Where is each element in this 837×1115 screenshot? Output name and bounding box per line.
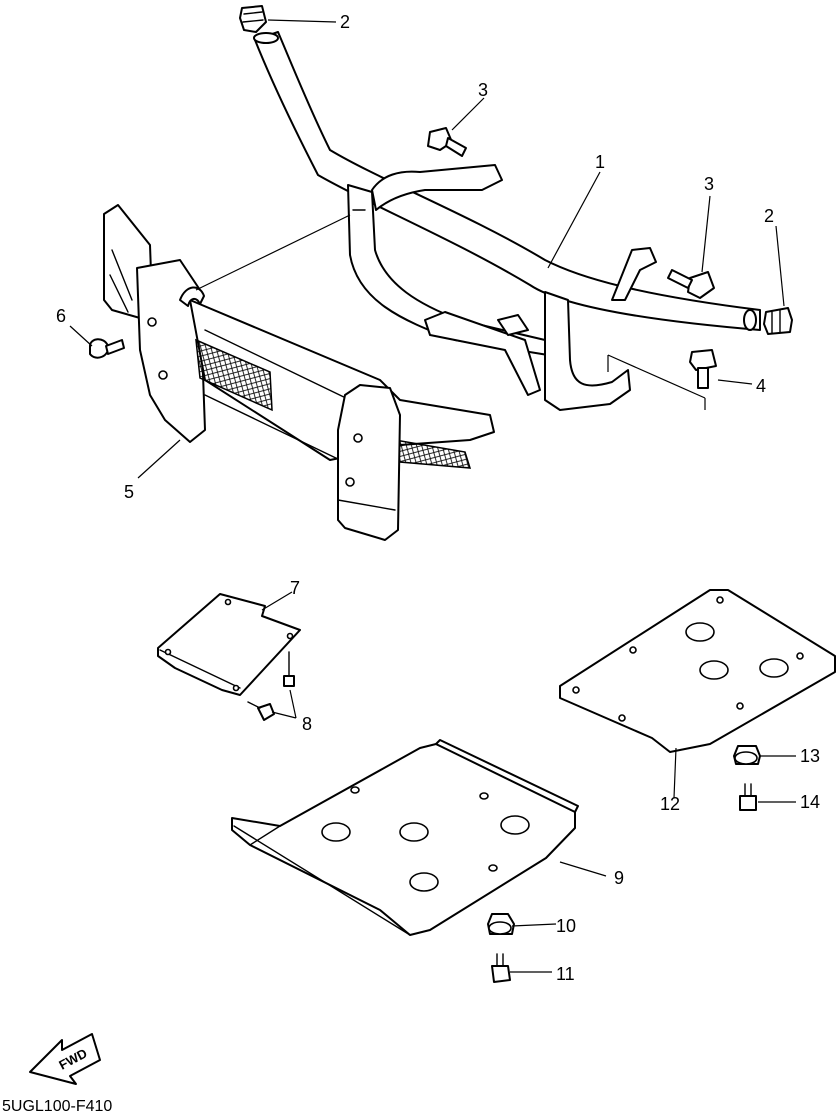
callout-3-left: 3 — [478, 80, 488, 100]
screws-part-8 — [247, 651, 295, 721]
callout-leaders — [69, 19, 796, 973]
callout-3-right: 3 — [704, 174, 714, 194]
end-cap-left — [239, 5, 267, 33]
bolt-upper-right — [667, 269, 715, 299]
bolt-part-4 — [689, 349, 717, 389]
spacer-part-10 — [487, 913, 515, 935]
callout-8: 8 — [302, 714, 312, 734]
callout-14: 14 — [800, 792, 820, 812]
skid-plate-12 — [559, 589, 836, 753]
callout-7: 7 — [290, 578, 300, 598]
callout-9: 9 — [614, 868, 624, 888]
callout-labels: 1 2 2 3 3 4 5 6 7 8 9 10 11 12 13 14 — [56, 12, 820, 984]
small-guard-plate — [157, 593, 301, 696]
bolt-part-11 — [491, 953, 511, 983]
callout-2-left: 2 — [340, 12, 350, 32]
bolt-upper-left — [427, 127, 467, 157]
callout-4: 4 — [756, 376, 766, 396]
callout-5: 5 — [124, 482, 134, 502]
callout-10: 10 — [556, 916, 576, 936]
screw-part-6 — [89, 338, 125, 359]
callout-12: 12 — [660, 794, 680, 814]
fwd-arrow-icon: FWD — [29, 1033, 101, 1085]
end-cap-right — [763, 307, 793, 335]
callout-11: 11 — [556, 964, 575, 984]
bolt-part-14 — [739, 783, 757, 811]
callout-6: 6 — [56, 306, 66, 326]
upper-bar — [195, 31, 761, 411]
diagram-code: 5UGL100-F410 — [2, 1098, 112, 1115]
callout-1: 1 — [595, 152, 605, 172]
spacer-part-13 — [733, 745, 761, 765]
callout-13: 13 — [800, 746, 820, 766]
skid-plate-9 — [231, 739, 579, 936]
callout-2-right: 2 — [764, 206, 774, 226]
front-bumper — [103, 204, 495, 541]
